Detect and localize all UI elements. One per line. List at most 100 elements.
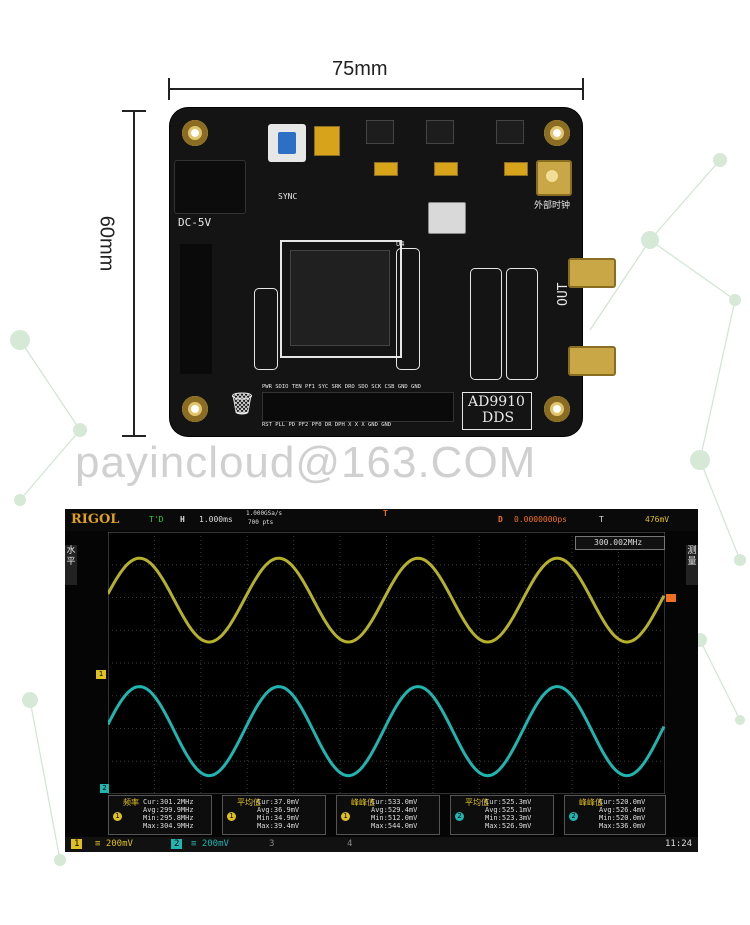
- measurement-min: Min:34.9mV: [257, 814, 300, 822]
- output-label: OUT: [556, 282, 571, 306]
- height-dimension-top-tick: [122, 110, 146, 112]
- measurement-avg: Avg:36.9mV: [257, 806, 300, 814]
- measurement-avg: Avg:299.9MHz: [143, 806, 194, 814]
- mounting-hole-bottom-right: [544, 396, 570, 422]
- width-dimension-label: 75mm: [332, 58, 388, 80]
- measurement-max: Max:526.9mV: [485, 822, 532, 830]
- measurement-box[interactable]: 频率 Cur:301.2MHz Avg:299.9MHz Min:295.8MH…: [108, 795, 212, 835]
- trigger-level[interactable]: 476mV: [645, 515, 670, 524]
- measurement-min: Min:520.0mV: [599, 814, 646, 822]
- horizontal-menu-label: 水平: [66, 545, 76, 566]
- ch2-index[interactable]: 2: [171, 839, 183, 849]
- measurement-box[interactable]: 峰峰值 Cur:533.0mV Avg:529.4mV Min:512.0mV …: [336, 795, 440, 835]
- height-dimension-bottom-tick: [122, 435, 146, 437]
- trigger-label: T: [599, 515, 604, 524]
- ch2-offset-marker: 2: [100, 784, 109, 793]
- ic-label: U4: [396, 240, 405, 248]
- scope-channel-bar: 1 ≡ 200mV 2 ≡ 200mV 3 4 11:24: [65, 837, 698, 852]
- chip-name: AD9910: [468, 394, 525, 410]
- timebase-value[interactable]: 1.000ms: [199, 515, 233, 524]
- sample-rate: 1.000GSa/s: [246, 510, 283, 517]
- sync-label: SYNC: [278, 192, 298, 201]
- measurement-title: 峰峰值: [351, 798, 375, 807]
- run-status[interactable]: T'D: [149, 515, 164, 524]
- measurement-title: 平均值: [465, 798, 489, 807]
- measurement-max: Max:544.0mV: [371, 822, 418, 830]
- tantalum-capacitor: [504, 162, 528, 176]
- measurement-max: Max:39.4mV: [257, 822, 300, 830]
- measurement-box[interactable]: 峰峰值 Cur:520.0mV Avg:526.4mV Min:520.0mV …: [564, 795, 666, 835]
- measurement-channel-badge: 2: [569, 812, 578, 821]
- ch4-index[interactable]: 4: [347, 839, 353, 849]
- horizontal-label: H: [180, 515, 185, 524]
- mounting-hole-bottom-left: [182, 396, 208, 422]
- ch1-marker-label: 1: [98, 670, 104, 678]
- ch2-trace: [108, 685, 665, 778]
- memory-points: 700 pts: [248, 519, 274, 526]
- top-header-labels: PWR SDIO TEN PF1 SYC SRK DRO SDO SCK CSB…: [262, 384, 421, 390]
- measurement-cur: Cur:525.3mV: [485, 798, 532, 806]
- measurement-max: Max:536.0mV: [599, 822, 646, 830]
- ch2-scale[interactable]: ≡ 200mV: [191, 839, 229, 849]
- passive-component-frame: [254, 288, 278, 370]
- watermark-text: payincloud@163.COM: [75, 438, 537, 487]
- measurement-box[interactable]: 平均值 Cur:37.0mV Avg:36.9mV Min:34.9mV Max…: [222, 795, 326, 835]
- grid-border: [108, 532, 665, 794]
- passive-component-frame: [396, 248, 420, 370]
- delay-value[interactable]: 0.0000000ps: [514, 515, 567, 524]
- passive-component-frame: [470, 268, 502, 380]
- output-sma-connector-1: [568, 258, 616, 288]
- measurement-min: Min:295.8MHz: [143, 814, 194, 822]
- ch1-offset-marker: 1: [96, 670, 106, 679]
- measurement-min: Min:523.3mV: [485, 814, 532, 822]
- waste-bin-icon: 🗑: [228, 392, 256, 417]
- measurement-cur: Cur:520.0mV: [599, 798, 646, 806]
- external-clock-label: 外部时钟: [534, 201, 571, 211]
- measurement-channel-badge: 1: [113, 812, 122, 821]
- external-clock-sma-center: [546, 170, 558, 182]
- clock-time: 11:24: [665, 839, 693, 849]
- measurement-avg: Avg:526.4mV: [599, 806, 646, 814]
- delay-label: D: [498, 515, 503, 524]
- measure-menu-label: 测量: [687, 545, 697, 566]
- measurement-avg: Avg:525.1mV: [485, 806, 532, 814]
- measurement-min: Min:512.0mV: [371, 814, 418, 822]
- mounting-hole-top-right: [544, 120, 570, 146]
- tantalum-capacitor: [314, 126, 340, 156]
- measurement-channel-badge: 1: [227, 812, 236, 821]
- output-sma-connector-2: [568, 346, 616, 376]
- left-pin-header: [180, 244, 212, 374]
- measurement-channel-badge: 1: [341, 812, 350, 821]
- measurement-title: 峰峰值: [579, 798, 603, 807]
- measure-menu-tab[interactable]: 测量: [686, 545, 698, 585]
- dds-ic: [290, 250, 390, 346]
- bottom-header-labels: RST PLL PD PF2 PF0 DR DPH X X X GND GND: [262, 422, 392, 428]
- width-dimension-line: [168, 88, 584, 90]
- reset-button-cap: [278, 132, 296, 154]
- trigger-level-marker: [666, 594, 676, 602]
- ch1-scale[interactable]: ≡ 200mV: [95, 839, 133, 849]
- chip-subtitle: DDS: [482, 410, 515, 426]
- horizontal-menu-tab[interactable]: 水平: [65, 545, 77, 585]
- measurement-cur: Cur:37.0mV: [257, 798, 300, 806]
- voltage-regulator: [366, 120, 394, 144]
- measurement-max: Max:304.9MHz: [143, 822, 194, 830]
- mounting-hole-top-left: [182, 120, 208, 146]
- ch3-index[interactable]: 3: [269, 839, 275, 849]
- crystal-oscillator: [428, 202, 466, 234]
- waveform-grid: [108, 532, 665, 794]
- passive-component-frame: [506, 268, 538, 380]
- ch2-marker-label: 2: [102, 784, 107, 792]
- measurement-cur: Cur:301.2MHz: [143, 798, 194, 806]
- chip-name-frame: [462, 392, 532, 430]
- ch1-index[interactable]: 1: [71, 839, 83, 849]
- measurement-box[interactable]: 平均值 Cur:525.3mV Avg:525.1mV Min:523.3mV …: [450, 795, 554, 835]
- voltage-regulator: [426, 120, 454, 144]
- measurement-avg: Avg:529.4mV: [371, 806, 418, 814]
- dc-power-jack: [174, 160, 246, 214]
- voltage-regulator: [496, 120, 524, 144]
- width-dimension-right-tick: [582, 78, 584, 100]
- measurement-channel-badge: 2: [455, 812, 464, 821]
- scope-brand: RIGOL: [71, 512, 120, 527]
- tantalum-capacitor: [374, 162, 398, 176]
